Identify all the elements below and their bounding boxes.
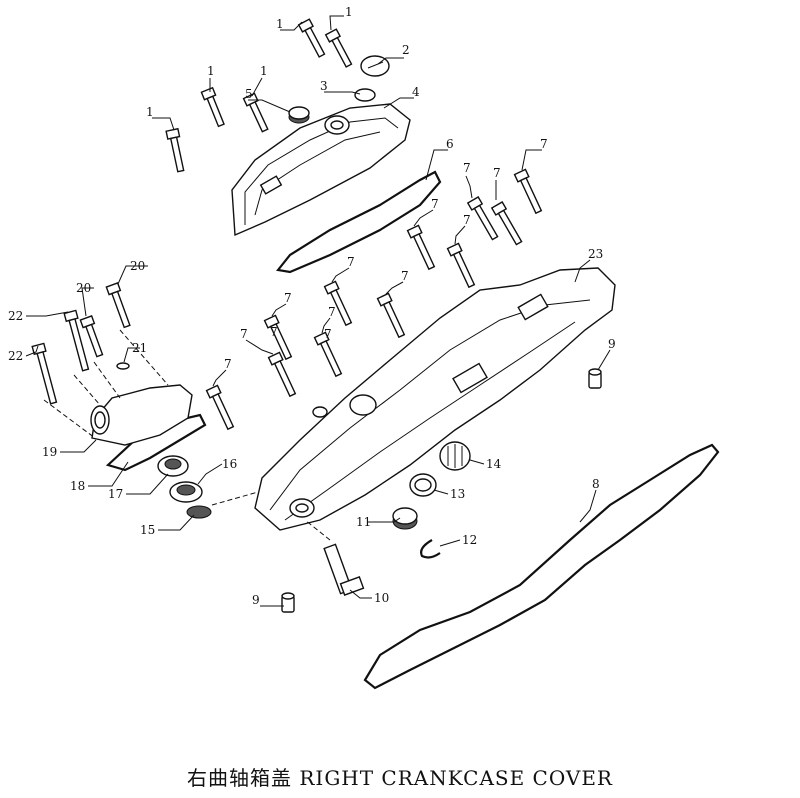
- callout-7: 7: [284, 291, 292, 305]
- gasket-8: [363, 443, 720, 690]
- callout-16: 16: [222, 457, 237, 471]
- gasket-6: [275, 170, 442, 274]
- filter-14: [439, 441, 471, 471]
- callout-18: 18: [70, 479, 85, 493]
- callout-10: 10: [374, 591, 389, 605]
- callout-2: 2: [402, 43, 410, 57]
- callout-13: 13: [450, 487, 465, 501]
- callout-7: 7: [224, 357, 232, 371]
- callout-4: 4: [412, 85, 420, 99]
- callout-7: 7: [401, 269, 409, 283]
- callout-7: 7: [347, 255, 355, 269]
- callout-1: 1: [207, 64, 215, 78]
- callout-7: 7: [540, 137, 548, 151]
- callout-7: 7: [240, 327, 248, 341]
- callout-22: 22: [8, 309, 23, 323]
- callout-6: 6: [446, 137, 454, 151]
- callout-1: 1: [146, 105, 154, 119]
- seal-15: [186, 505, 212, 519]
- callout-17: 17: [108, 487, 123, 501]
- callout-14: 14: [486, 457, 502, 471]
- callout-1: 1: [260, 64, 268, 78]
- leader-lines: [25, 15, 611, 607]
- callout-23: 23: [588, 247, 603, 261]
- callout-3: 3: [320, 79, 328, 93]
- callout-9: 9: [252, 593, 260, 607]
- callout-labels: 1 1 1 1 1 2 3 4 5 6 7 7 7 7 7 7 7 7 7 7 …: [8, 5, 616, 607]
- shaft-10: [304, 519, 365, 596]
- dowel-9a: [588, 368, 602, 389]
- dowel-9b: [281, 592, 295, 613]
- callout-1: 1: [345, 5, 353, 19]
- callout-7: 7: [270, 325, 278, 339]
- callout-20: 20: [76, 281, 91, 295]
- gear-16: [169, 481, 203, 503]
- callout-12: 12: [462, 533, 477, 547]
- callout-1: 1: [276, 17, 284, 31]
- callout-7: 7: [493, 166, 501, 180]
- outer-cover: [231, 103, 411, 237]
- callout-19: 19: [42, 445, 57, 459]
- pump-cover-19: [90, 384, 193, 446]
- callout-8: 8: [592, 477, 600, 491]
- callout-11: 11: [356, 515, 371, 529]
- callout-22: 22: [8, 349, 23, 363]
- callout-7: 7: [324, 327, 332, 341]
- bolt-group-1: [165, 18, 353, 173]
- diagram-caption: 右曲轴箱盖 RIGHT CRANKCASE COVER: [187, 766, 613, 790]
- callout-21: 21: [132, 341, 147, 355]
- crankcase-cover: [254, 267, 616, 531]
- impeller-17: [157, 455, 189, 477]
- callout-7: 7: [463, 213, 471, 227]
- callout-7: 7: [431, 197, 439, 211]
- callout-7: 7: [328, 305, 336, 319]
- callout-5: 5: [245, 87, 253, 101]
- callout-20: 20: [130, 259, 145, 273]
- assembly-lines: [43, 329, 259, 506]
- bolt-group-7: [205, 168, 543, 431]
- o-ring-13-inner: [414, 478, 432, 492]
- clip-12: [420, 539, 441, 559]
- callout-7: 7: [463, 161, 471, 175]
- callout-15: 15: [140, 523, 155, 537]
- callout-9: 9: [608, 337, 616, 351]
- o-ring: [354, 88, 376, 102]
- bolt-group-20-22: [31, 282, 131, 405]
- plug: [288, 106, 310, 124]
- seal-11: [392, 507, 418, 530]
